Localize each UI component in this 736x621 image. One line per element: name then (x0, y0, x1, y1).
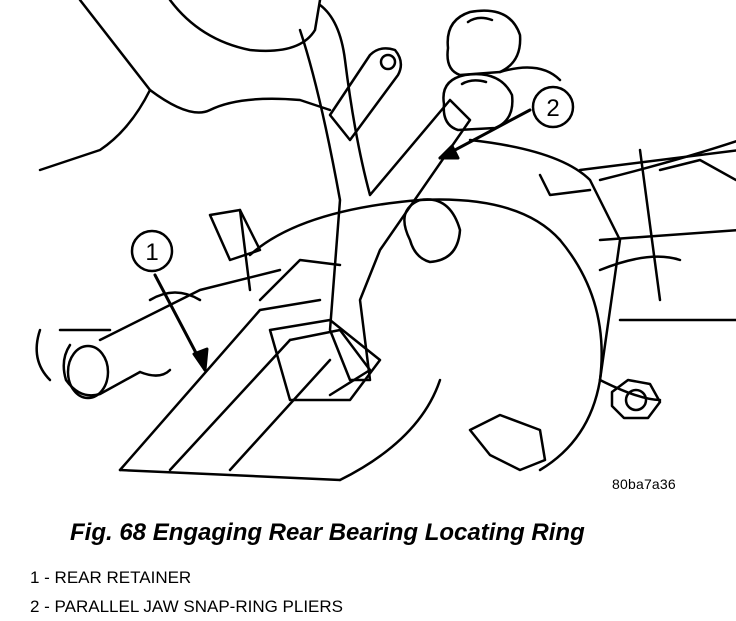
callout-1-number: 1 (145, 239, 158, 266)
legend: 1 - REAR RETAINER 2 - PARALLEL JAW SNAP-… (30, 563, 343, 621)
callout-arrows (153, 108, 532, 372)
callout-1: 1 (130, 229, 174, 273)
callout-2-number: 2 (546, 95, 559, 122)
locating-ring-tab (468, 413, 547, 472)
technical-illustration: 1 2 (35, 0, 736, 482)
callout-2: 2 (531, 85, 575, 129)
rear-retainer (35, 208, 442, 482)
figure-caption: Fig. 68 Engaging Rear Bearing Locating R… (70, 519, 585, 546)
transmission-housing (248, 138, 736, 472)
snap-ring-pliers (298, 3, 472, 382)
technician-fingers (442, 9, 562, 132)
image-code: 80ba7a36 (612, 476, 676, 492)
legend-item-2: 2 - PARALLEL JAW SNAP-RING PLIERS (30, 597, 344, 616)
hex-bolt (610, 378, 662, 420)
technician-hand-outline (38, 0, 332, 172)
legend-item-1: 1 - REAR RETAINER (30, 568, 192, 587)
